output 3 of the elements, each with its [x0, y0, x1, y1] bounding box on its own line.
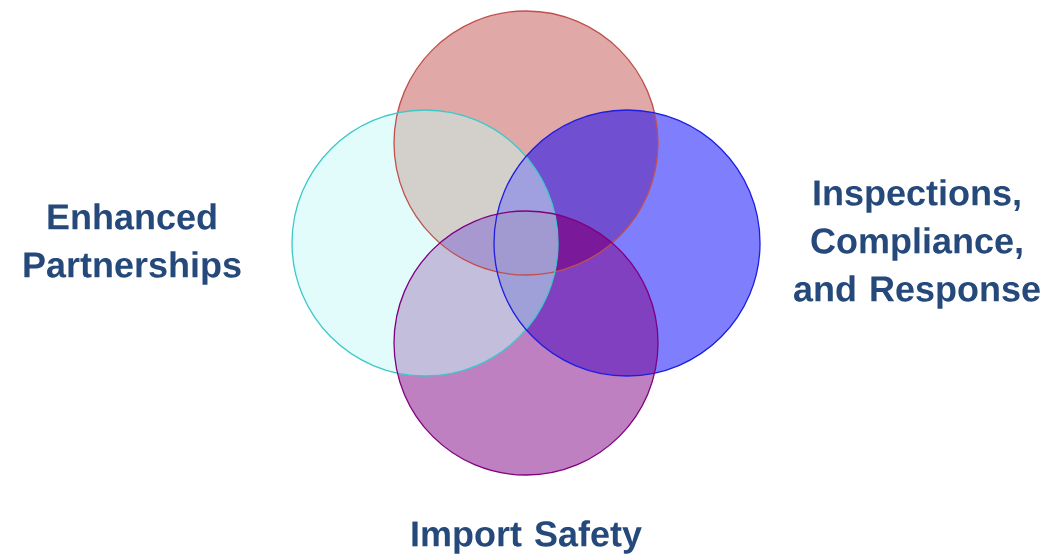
circle-label: Import Safety: [412, 520, 642, 554]
circle-label: Inspections, Compliance, and Response: [794, 179, 1040, 309]
circle-label: Enhanced Partnerships: [24, 203, 241, 285]
